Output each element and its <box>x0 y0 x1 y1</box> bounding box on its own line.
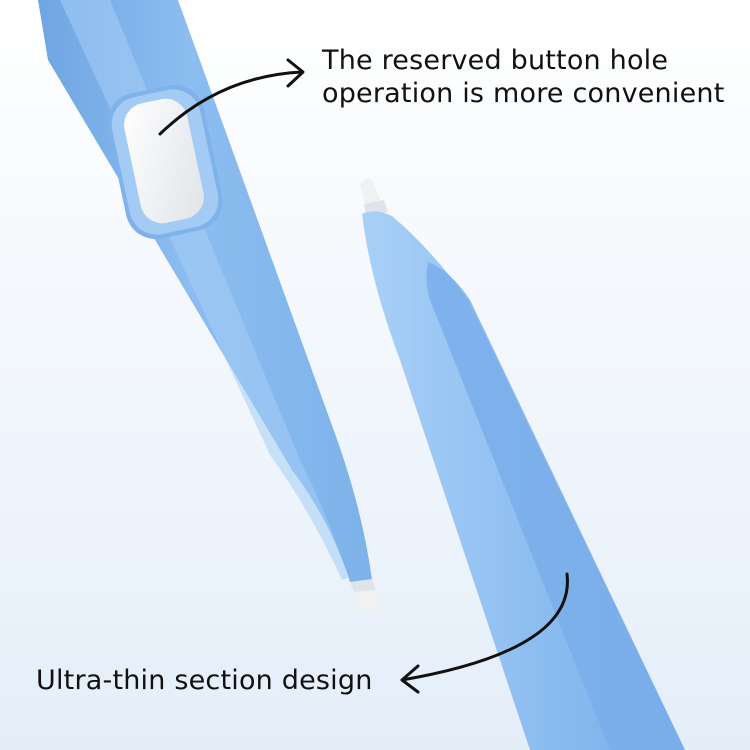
arrow-to-section <box>400 572 569 694</box>
pen-tip-left <box>354 590 379 612</box>
pen-with-button-hole <box>38 0 379 612</box>
pen-tip-left-collar <box>350 579 376 592</box>
pen-ultra-thin-section <box>360 178 685 750</box>
arrow-to-button-hole <box>158 58 305 136</box>
button-hole-caption-line-2: operation is more convenient <box>322 78 725 109</box>
button-hole-caption: The reserved button hole operation is mo… <box>322 44 724 110</box>
button-hole-caption-line-1: The reserved button hole <box>322 45 669 76</box>
section-design-caption: Ultra-thin section design <box>36 665 373 696</box>
pen-section-facet <box>426 262 685 750</box>
pen-tip-right <box>360 178 382 208</box>
side-button <box>124 98 204 224</box>
